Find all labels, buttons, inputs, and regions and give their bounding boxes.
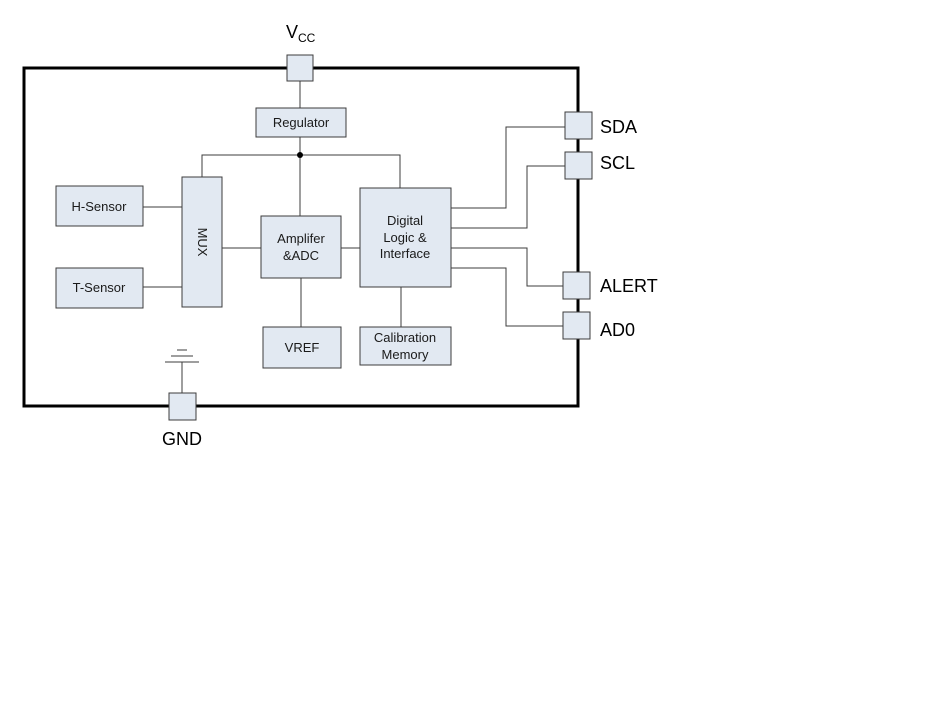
vref-block xyxy=(262,326,342,369)
ad0-label: AD0 xyxy=(600,320,635,340)
mux-block xyxy=(181,176,223,308)
h-sensor-block xyxy=(55,185,144,227)
calibration-memory-block xyxy=(359,326,452,366)
digital-logic-block xyxy=(359,187,452,288)
amplifier-label-line1: Amplifer xyxy=(277,231,325,246)
t-sensor-block xyxy=(55,267,144,309)
calibration-label-line1: Calibration xyxy=(374,330,436,345)
digital-label-line3: Interface xyxy=(380,246,431,261)
regulator-block xyxy=(255,107,347,138)
regulator-label: Regulator xyxy=(273,115,330,130)
vcc-label: VCC xyxy=(286,22,316,45)
sda-label: SDA xyxy=(600,117,637,137)
ad0-pad xyxy=(562,311,591,340)
digital-label-line1: Digital xyxy=(387,213,423,228)
h-sensor-label: H-Sensor xyxy=(72,199,128,214)
scl-label: SCL xyxy=(600,153,635,173)
alert-label: ALERT xyxy=(600,276,658,296)
amplifier-adc-block xyxy=(260,215,342,279)
t-sensor-label: T-Sensor xyxy=(73,280,126,295)
sda-pad xyxy=(564,111,593,140)
mux-label: MUX xyxy=(195,228,210,257)
amplifier-label-line2: &ADC xyxy=(283,248,319,263)
calibration-label-line2: Memory xyxy=(382,347,429,362)
vcc-pad xyxy=(286,54,314,82)
scl-pad xyxy=(564,151,593,180)
gnd-label: GND xyxy=(162,429,202,449)
alert-pad xyxy=(562,271,591,300)
gnd-pad xyxy=(168,392,197,421)
wires xyxy=(143,81,565,393)
vref-label: VREF xyxy=(285,340,320,355)
digital-label-line2: Logic & xyxy=(383,230,427,245)
